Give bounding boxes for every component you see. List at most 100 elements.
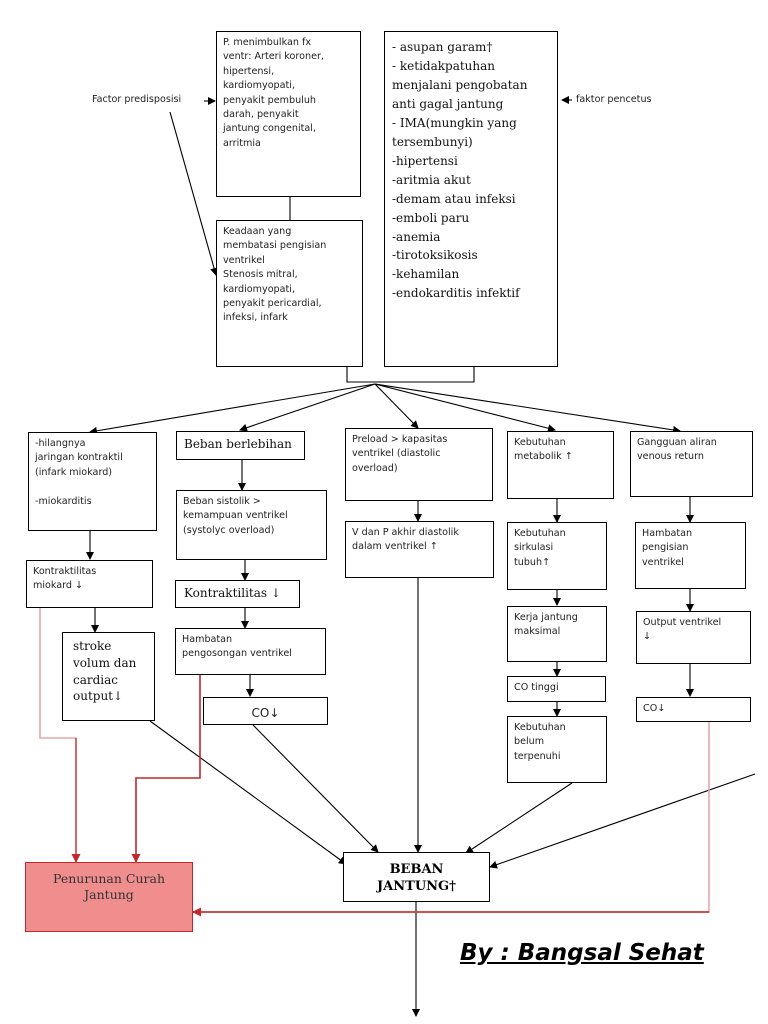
box-text-line: output↓ bbox=[73, 689, 124, 704]
faktor-pencetus-label: faktor pencetus bbox=[576, 94, 652, 105]
stroke-volume-box: stroke volum dan cardiac output↓ bbox=[62, 632, 155, 721]
box-text-line: miokard ↓ bbox=[33, 580, 84, 592]
box-text-line: overload) bbox=[352, 462, 398, 474]
box-text-line: pengosongan ventrikel bbox=[182, 648, 292, 660]
preload-box: Preload > kapasitas ventrikel (diastolic… bbox=[345, 428, 493, 501]
v-dan-p-box: V dan P akhir diastolik dalam ventrikel … bbox=[345, 521, 494, 578]
box-text-line: cardiac bbox=[73, 672, 119, 687]
box-text-line: Preload > kapasitas bbox=[352, 434, 448, 445]
box-text-line: Kontraktilitas ↓ bbox=[184, 586, 281, 600]
box-text-line: Kerja jantung bbox=[514, 612, 578, 623]
box-text-line: -anemia bbox=[392, 229, 441, 244]
box-text-line: anti gagal jantung bbox=[392, 96, 504, 111]
box-text-line: belum bbox=[514, 736, 545, 748]
box-text-line: dalam ventrikel ↑ bbox=[352, 541, 438, 553]
box-text-line: - IMA(mungkin yang bbox=[392, 115, 517, 130]
box-text-line: sirkulasi bbox=[514, 542, 554, 554]
box-text-line: JANTUNG† bbox=[377, 878, 456, 894]
co-decrease-right-box: CO↓ bbox=[636, 697, 751, 722]
predisposisi-box: P. menimbulkan fx ventr: Arteri koroner,… bbox=[216, 31, 361, 197]
box-text-line: Stenosis mitral, bbox=[223, 269, 298, 281]
box-text-line: Kebutuhan bbox=[514, 437, 566, 448]
box-text-line: -aritmia akut bbox=[392, 172, 471, 187]
box-text-line: kardiomyopati, bbox=[223, 80, 296, 92]
venous-return-box: Gangguan aliran venous return bbox=[630, 431, 753, 497]
hambatan-pengisian-box: Hambatan pengisian ventrikel bbox=[635, 522, 746, 589]
box-text-line: tersembunyi) bbox=[392, 134, 473, 149]
box-text-line: hipertensi, bbox=[223, 65, 275, 77]
pencetus-box: - asupan garam† - ketidakpatuhan menjala… bbox=[384, 31, 558, 367]
box-text-line: volum dan bbox=[73, 655, 137, 670]
box-text-line: Jantung bbox=[84, 887, 134, 903]
box-text-line: Gangguan aliran bbox=[637, 437, 717, 448]
box-text-line: tubuh↑ bbox=[514, 556, 551, 568]
box-text-line: - asupan garam† bbox=[392, 40, 493, 54]
box-text-line: kemampuan ventrikel bbox=[183, 510, 288, 522]
box-text-line: Kebutuhan bbox=[514, 722, 566, 733]
credit-text: By : Bangsal Sehat bbox=[460, 940, 704, 966]
box-text-line: P. menimbulkan fx bbox=[223, 37, 312, 48]
box-text-line: ventrikel bbox=[642, 556, 684, 568]
box-text-line: penyakit pembuluh bbox=[223, 94, 316, 106]
beban-jantung-box: BEBAN JANTUNG† bbox=[343, 852, 490, 902]
box-text-line: ventrikel (diastolic bbox=[352, 448, 441, 460]
box-text-line: CO↓ bbox=[643, 703, 666, 714]
box-text-line: Hambatan bbox=[182, 634, 233, 645]
box-text-line bbox=[35, 480, 150, 494]
beban-berlebihan-box: Beban berlebihan bbox=[176, 431, 305, 460]
kerja-jantung-box: Kerja jantung maksimal bbox=[507, 606, 607, 662]
box-text-line: -kehamilan bbox=[392, 267, 460, 282]
kebutuhan-belum-box: Kebutuhan belum terpenuhi bbox=[507, 716, 607, 783]
box-text-line: penyakit pericardial, bbox=[223, 297, 322, 309]
box-text-line: Output ventrikel bbox=[643, 617, 722, 628]
box-text-line: arritmia bbox=[223, 137, 261, 149]
box-text-line: (infark miokard) bbox=[35, 466, 113, 478]
kontraktilitas-miokard-box: Kontraktilitas miokard ↓ bbox=[26, 560, 153, 608]
box-text-line: - ketidakpatuhan bbox=[392, 58, 496, 73]
box-text-line: pengisian bbox=[642, 542, 689, 554]
box-text-line: -tirotoksikosis bbox=[392, 248, 478, 263]
box-text-line: jantung congenital, bbox=[223, 123, 317, 135]
box-text-line: infeksi, infark bbox=[223, 312, 288, 324]
kontraktilitas-box: Kontraktilitas ↓ bbox=[175, 580, 300, 608]
box-text-line: menjalani pengobatan bbox=[392, 77, 528, 92]
penurunan-curah-jantung-box: Penurunan Curah Jantung bbox=[25, 862, 193, 932]
box-text-line: maksimal bbox=[514, 626, 561, 638]
co-tinggi-box: CO tinggi bbox=[507, 676, 606, 702]
co-decrease-box: CO↓ bbox=[203, 697, 328, 725]
box-text-line: ventrikel bbox=[223, 254, 265, 266]
box-text-line: metabolik ↑ bbox=[514, 451, 573, 463]
box-text-line: -demam atau infeksi bbox=[392, 191, 516, 206]
box-text-line: Keadaan yang bbox=[223, 226, 292, 237]
box-text-line: -hilangnya bbox=[35, 438, 86, 449]
factor-predisposisi-label: Factor predisposisi bbox=[92, 94, 182, 105]
box-text-line: V dan P akhir diastolik bbox=[352, 527, 459, 538]
box-text-line: ventr: Arteri koroner, bbox=[223, 51, 324, 63]
box-text-line: -endokarditis infektif bbox=[392, 286, 520, 301]
box-text-line: venous return bbox=[637, 451, 704, 463]
box-text-line: Hambatan bbox=[642, 528, 693, 539]
box-text-line: -emboli paru bbox=[392, 210, 470, 225]
box-text-line: jaringan kontraktil bbox=[35, 452, 123, 464]
box-text-line: Kontraktilitas bbox=[33, 566, 97, 577]
box-text-line: BEBAN bbox=[389, 862, 444, 877]
box-text-line: Kebutuhan bbox=[514, 528, 566, 539]
box-text-line: CO↓ bbox=[251, 706, 280, 720]
box-text-line: darah, penyakit bbox=[223, 108, 299, 120]
output-ventrikel-box: Output ventrikel ↓ bbox=[636, 611, 751, 664]
box-text-line: kardiomyopati, bbox=[223, 283, 296, 295]
box-text-line: membatasi pengisian bbox=[223, 240, 327, 252]
box-text-line: (systolyc overload) bbox=[183, 524, 275, 536]
box-text-line: ↓ bbox=[643, 631, 652, 643]
box-text-line: terpenuhi bbox=[514, 750, 561, 762]
box-text-line: CO tinggi bbox=[514, 682, 559, 693]
box-text-line: Beban berlebihan bbox=[184, 437, 292, 451]
box-text-line: -miokarditis bbox=[35, 495, 92, 507]
sirkulasi-box: Kebutuhan sirkulasi tubuh↑ bbox=[507, 522, 607, 590]
box-text-line: stroke bbox=[73, 639, 112, 653]
box-text-line: Penurunan Curah bbox=[53, 871, 165, 886]
pengisian-box: Keadaan yang membatasi pengisian ventrik… bbox=[216, 220, 363, 367]
metabolik-box: Kebutuhan metabolik ↑ bbox=[507, 431, 614, 499]
kontraktil-box: -hilangnya jaringan kontraktil (infark m… bbox=[28, 432, 157, 531]
